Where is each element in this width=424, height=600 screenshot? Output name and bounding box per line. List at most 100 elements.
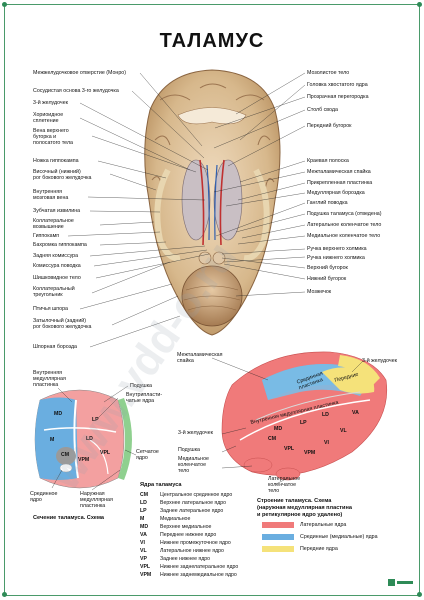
label-dentate-gyrus: Зубчатая извилина	[33, 208, 81, 214]
label-third-ventricle: 3-й желудочек	[33, 100, 68, 106]
label-thalamostriate-vein: Вена верхнего бугорка и полосатого тела	[33, 128, 73, 146]
label-temporal-horn: Височный (нижний) рог бокового желудочка	[33, 169, 92, 181]
scheme-nucleus-vpl: VPL	[284, 446, 295, 452]
label-superior-colliculus: Верхний бугорок	[307, 265, 348, 271]
section-nucleus-ld: LD	[86, 436, 93, 442]
nuclei-name: Верхнее латеральное ядро	[160, 500, 227, 506]
scheme-caption: Строение таламуса. Схема (наружная медул…	[257, 498, 352, 518]
scheme-nucleus-lp: LP	[300, 420, 307, 426]
label-calcarine-sulcus: Шпорная борозда	[33, 344, 77, 350]
label-corpus-callosum: Мозолистое тело	[307, 70, 350, 76]
corner-mark	[417, 592, 422, 597]
label-third-ventricle-bottom: 3-й желудочек	[178, 430, 213, 436]
legend-label-lateral: Латеральные ядра	[300, 522, 347, 528]
label-collateral-triangle: Коллатеральный треугольник	[33, 286, 75, 298]
label-stria-terminalis: Краевая полоска	[307, 158, 349, 164]
label-cerebellum: Мозжечок	[307, 289, 332, 295]
label-reticular: Сетчатое ядро	[136, 449, 159, 461]
nuclei-abbr: CM	[140, 492, 149, 498]
nuclei-name: Нижнее заднемедиальное ядро	[160, 572, 237, 578]
label-septum: Прозрачная перегородка	[307, 94, 369, 100]
section-nucleus-m: M	[50, 437, 55, 443]
nuclei-abbr: VP	[140, 556, 147, 562]
label-calcar-avis: Птичья шпора	[33, 306, 69, 312]
label-collateral-eminence: Коллатеральное возвышение	[33, 218, 74, 230]
scheme-nucleus-va: VA	[352, 410, 359, 416]
nuclei-abbr: MD	[140, 524, 149, 530]
nuclei-name: Нижнее промежуточное ядро	[160, 540, 231, 546]
scheme-nucleus-ld: LD	[322, 412, 329, 418]
section-nucleus-vpm: VPM	[78, 457, 90, 463]
label-lateral-geniculate: Латеральное коленчатое тело	[307, 222, 382, 228]
label-tela: Сосудистая основа 3-го желудочка	[33, 88, 119, 94]
label-internal-cerebral-vein: Внутренняя мозговая вена	[33, 189, 69, 201]
legend-label-anterior: Передние ядра	[300, 546, 338, 552]
corner-mark	[417, 2, 422, 7]
corner-mark	[2, 2, 7, 7]
label-lamina-affixa: Прикрепленная пластинка	[307, 180, 373, 186]
label-pulvinar-scheme: Подушка	[178, 447, 201, 453]
label-medial-geniculate: Медиальное коленчатое тело	[307, 233, 381, 239]
nuclei-abbr: VPL	[140, 564, 151, 570]
label-median-nucleus: Срединное ядро	[30, 491, 58, 503]
scheme-nucleus-vl: VL	[340, 428, 347, 434]
label-caudate-head: Головка хвостатого ядра	[307, 82, 368, 88]
label-monro: Межжелудочковое отверстие (Монро)	[33, 70, 127, 76]
label-pineal-body: Шишковидное тело	[33, 275, 81, 281]
label-anterior-tubercle: Передний бугорок	[307, 123, 352, 129]
label-lgb: Латеральное коленчатое тело	[268, 476, 301, 494]
scheme-nucleus-vpm: VPM	[304, 450, 316, 456]
nuclei-name: Центральное срединное ядро	[160, 492, 233, 498]
label-hippocampus: Гиппокамп	[33, 233, 60, 239]
nuclei-name: Заднее латеральное ядро	[160, 508, 224, 514]
nuclei-abbr: VI	[140, 540, 145, 546]
nuclei-name: Заднее нижнее ядро	[160, 556, 211, 562]
label-intralaminar: Внутрипласти- чатые ядра	[126, 392, 163, 404]
legend-label-median: Срединные (медиальные) ядра	[300, 534, 378, 540]
section-nucleus-cm: CM	[61, 452, 70, 458]
legend-swatch-median	[262, 534, 294, 540]
label-mgb: Медиальное коленчатое тело	[178, 456, 209, 474]
scheme-nucleus-vi: VI	[324, 440, 329, 446]
nuclei-name: Нижнее заднелатеральное ядро	[160, 564, 239, 570]
nuclei-name: Верхнее медиальное	[160, 524, 212, 530]
section-caption: Сечение таламуса. Схема	[33, 515, 105, 521]
corner-mark	[2, 592, 7, 597]
page-title: ТАЛАМУС	[159, 30, 265, 52]
label-third-ventricle-top: 3-й желудочек	[362, 358, 397, 364]
scheme-nucleus-cm: CM	[268, 436, 277, 442]
section-nucleus-lp: LP	[92, 417, 99, 423]
label-habenular-ganglion: Ганглий поводка	[307, 200, 348, 206]
label-fimbria: Бахромка гиппокампа	[33, 242, 87, 248]
nuclei-abbr: VA	[140, 532, 147, 538]
label-fornix-crus: Ножка гиппокампа	[33, 158, 79, 164]
label-interthalamic-adhesion: Межталамическая спайка	[307, 169, 371, 175]
label-habenular-commissure: Комиссура поводка	[33, 263, 81, 269]
section-nucleus-md: MD	[54, 411, 63, 417]
poster-frame	[4, 4, 420, 596]
legend-swatch-lateral	[262, 522, 294, 528]
label-fornix-column: Столб свода	[307, 107, 338, 113]
label-inferior-colliculus: Нижний бугорок	[307, 276, 347, 282]
nuclei-abbr: VL	[140, 548, 147, 554]
label-pulvinar-retracted: Подушка таламуса (отведена)	[307, 211, 382, 217]
nuclei-name: Медиальное	[160, 516, 191, 522]
label-posterior-commissure: Задняя комиссура	[33, 253, 79, 259]
label-occipital-horn: Затылочный (задний) рог бокового желудоч…	[33, 318, 92, 330]
nuclei-heading: Ядра таламуса	[140, 482, 182, 488]
label-stria-medullaris: Медуллярная бороздка	[307, 190, 365, 196]
label-sup-collicular-arm: Ручка верхнего холмика	[307, 246, 367, 252]
section-nucleus-vpl: VPL	[100, 450, 111, 456]
nuclei-abbr: LP	[140, 508, 147, 514]
nuclei-abbr: M	[140, 516, 145, 522]
label-inf-collicular-arm: Ручка нижнего холмика	[307, 255, 365, 261]
label-external-lamina: Наружная медуллярная пластинка	[80, 491, 113, 509]
label-adhesion: Межталамическая спайка	[177, 352, 223, 364]
nuclei-abbr: LD	[140, 500, 147, 506]
nuclei-abbr: VPM	[140, 572, 152, 578]
label-choroid-plexus: Хориоидное сплетение	[33, 112, 64, 124]
